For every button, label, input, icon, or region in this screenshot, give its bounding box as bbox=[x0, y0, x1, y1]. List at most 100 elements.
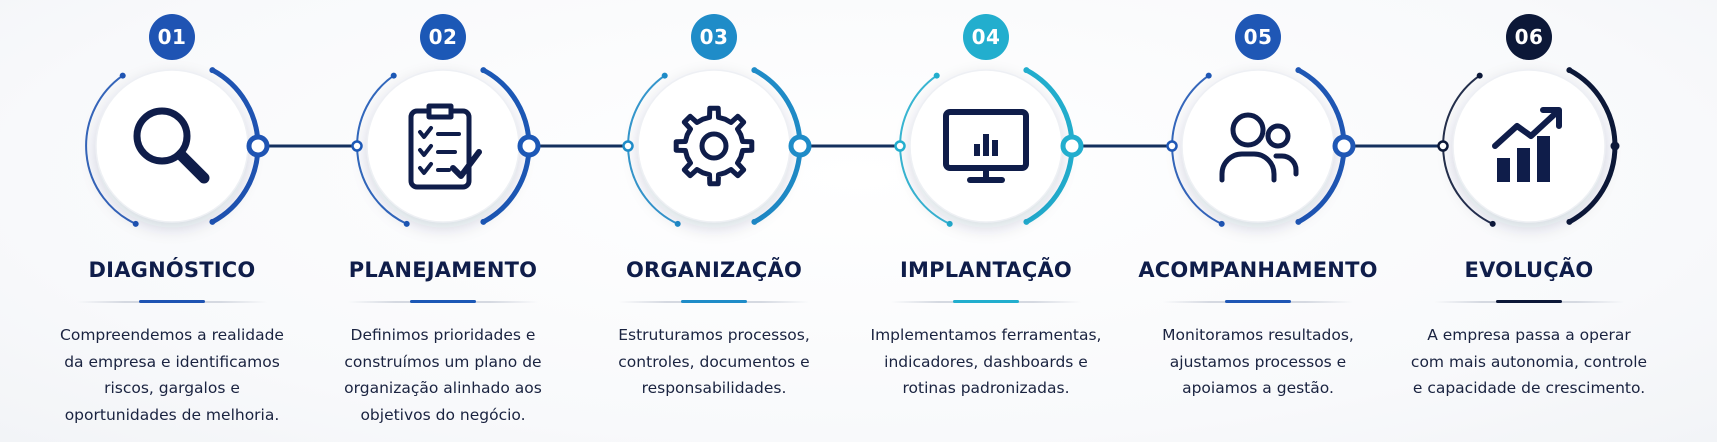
step-6: 06 EVOLUÇÃO A empresa passa a operar com… bbox=[1393, 0, 1665, 442]
description-line: construímos um plano de bbox=[344, 352, 542, 371]
description-line: Definimos prioridades e bbox=[350, 326, 536, 344]
connector-node-out bbox=[788, 134, 812, 158]
step-4: 04 IMPLANTAÇÃO Implementamos ferramentas… bbox=[850, 0, 1122, 442]
step-2: 02 PLANEJAMENTO Definimos prioridades e … bbox=[307, 0, 579, 442]
step-description: Definimos prioridades e construímos um p… bbox=[307, 322, 579, 428]
monitor-chart-icon bbox=[938, 98, 1034, 194]
icon-disc bbox=[1453, 70, 1605, 222]
outer-arc-thin bbox=[899, 74, 951, 225]
connector-node-out bbox=[517, 134, 541, 158]
step-title: EVOLUÇÃO bbox=[1464, 258, 1594, 282]
title-accent bbox=[139, 300, 205, 303]
title-accent bbox=[410, 300, 476, 303]
arc-end-dot bbox=[480, 218, 487, 225]
outer-arc-thin bbox=[85, 74, 137, 225]
description-line: Implementamos ferramentas, bbox=[870, 326, 1102, 344]
arc-end-dot bbox=[1295, 218, 1302, 225]
description-line: A empresa passa a operar bbox=[1427, 326, 1631, 344]
description-line: com mais autonomia, controle bbox=[1410, 352, 1648, 371]
description-line: apoiamos a gestão. bbox=[1182, 379, 1334, 397]
description-line: rotinas padronizadas. bbox=[902, 379, 1070, 397]
step-number-badge: 01 bbox=[149, 14, 195, 60]
connector-node-out bbox=[1332, 134, 1356, 158]
arc-end-dot bbox=[1023, 218, 1030, 225]
arc-end-dot bbox=[1023, 67, 1030, 74]
arc-end-dot bbox=[946, 220, 953, 227]
description-line: controles, documentos e bbox=[618, 352, 810, 371]
arc-end-dot bbox=[1295, 67, 1302, 74]
step-circle bbox=[1166, 67, 1356, 227]
connector-node-out bbox=[246, 134, 270, 158]
connector-node-in bbox=[351, 140, 363, 152]
magnifier-icon bbox=[124, 98, 220, 194]
step-number-badge: 06 bbox=[1506, 14, 1552, 60]
step-description: Monitoramos resultados, ajustamos proces… bbox=[1122, 322, 1394, 402]
title-accent bbox=[953, 300, 1019, 303]
connector-node-out bbox=[1060, 134, 1084, 158]
description-line: e capacidade de crescimento. bbox=[1412, 379, 1646, 397]
users-icon bbox=[1210, 98, 1306, 194]
description-line: oportunidades de melhoria. bbox=[64, 405, 280, 424]
outer-arc-thin bbox=[356, 74, 408, 225]
step-circles bbox=[85, 67, 1620, 227]
step-title: DIAGNÓSTICO bbox=[88, 258, 256, 282]
growth-chart-icon bbox=[1481, 98, 1577, 194]
description-line: da empresa e identificamos bbox=[64, 352, 280, 371]
arc-end-dot bbox=[1489, 220, 1496, 227]
icon-disc bbox=[1182, 70, 1334, 222]
step-circle bbox=[622, 67, 812, 227]
arc-end-dot bbox=[674, 220, 681, 227]
arc-end-dot bbox=[1566, 67, 1573, 74]
step-3: 03 ORGANIZAÇÃO Estruturamos processos, c… bbox=[578, 0, 850, 442]
icon-disc-rim bbox=[1452, 69, 1606, 223]
gear-icon bbox=[666, 98, 762, 194]
description-line: riscos, gargalos e bbox=[104, 379, 240, 397]
step-title: ACOMPANHAMENTO bbox=[1138, 258, 1378, 282]
step-circle bbox=[1437, 67, 1620, 227]
arc-end-dot bbox=[661, 72, 668, 79]
step-circle bbox=[85, 67, 270, 227]
arc-end-dot bbox=[480, 67, 487, 74]
arc-end-dot bbox=[132, 220, 139, 227]
clipboard-checklist-icon bbox=[395, 98, 491, 194]
step-description: A empresa passa a operar com mais autono… bbox=[1393, 322, 1665, 402]
arc-end-dot bbox=[119, 72, 126, 79]
arc-end-dot bbox=[1205, 72, 1212, 79]
description-line: organização alinhado aos bbox=[344, 379, 542, 397]
step-circle bbox=[351, 67, 541, 227]
step-5: 05 ACOMPANHAMENTO Monitoramos resultados… bbox=[1122, 0, 1394, 442]
outer-arc-thin bbox=[627, 74, 679, 225]
connector-node-in bbox=[894, 140, 906, 152]
step-number-badge: 04 bbox=[963, 14, 1009, 60]
arc-end-dot bbox=[209, 67, 216, 74]
step-1: 01 DIAGNÓSTICO Compreendemos a realidade… bbox=[36, 0, 308, 442]
connector-node-in bbox=[1166, 140, 1178, 152]
arc-end-dot bbox=[1218, 220, 1225, 227]
arc-end-dot bbox=[751, 218, 758, 225]
connector-node-in bbox=[1437, 140, 1449, 152]
arc-end-dot bbox=[933, 72, 940, 79]
step-title: IMPLANTAÇÃO bbox=[900, 258, 1072, 282]
icon-disc bbox=[367, 70, 519, 222]
connector-node-end bbox=[1610, 141, 1620, 151]
title-accent bbox=[1496, 300, 1562, 303]
description-line: Estruturamos processos, bbox=[618, 326, 810, 344]
step-number-badge: 05 bbox=[1235, 14, 1281, 60]
title-accent bbox=[1225, 300, 1291, 303]
step-description: Implementamos ferramentas, indicadores, … bbox=[850, 322, 1122, 402]
step-description: Estruturamos processos, controles, docum… bbox=[578, 322, 850, 402]
step-title: ORGANIZAÇÃO bbox=[625, 258, 803, 282]
arc-end-dot bbox=[1476, 72, 1483, 79]
arc-end-dot bbox=[751, 67, 758, 74]
description-line: ajustamos processos e bbox=[1169, 352, 1347, 371]
description-line: objetivos do negócio. bbox=[360, 405, 526, 424]
connector-node-in bbox=[622, 140, 634, 152]
title-accent bbox=[681, 300, 747, 303]
outer-arc-thin bbox=[1442, 74, 1494, 225]
arc-end-dot bbox=[403, 220, 410, 227]
arc-end-dot bbox=[209, 218, 216, 225]
step-description: Compreendemos a realidade da empresa e i… bbox=[36, 322, 308, 428]
description-line: Monitoramos resultados, bbox=[1162, 326, 1354, 344]
step-title: PLANEJAMENTO bbox=[348, 258, 538, 282]
